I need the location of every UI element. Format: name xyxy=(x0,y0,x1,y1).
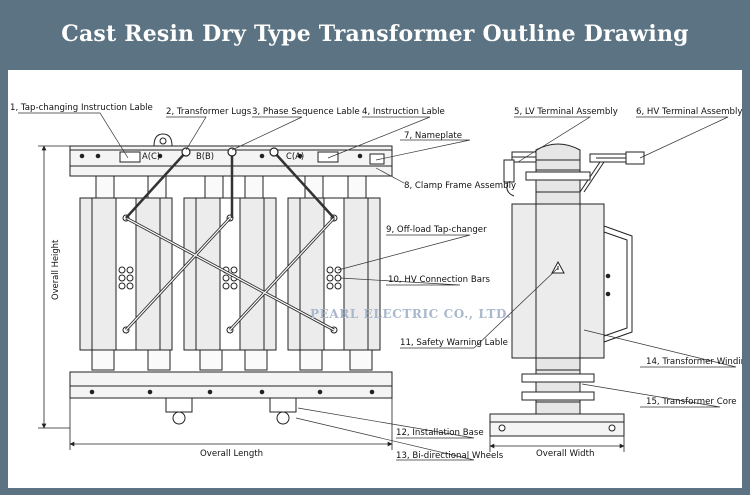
overall-length-dimension xyxy=(69,398,393,450)
winding-c xyxy=(287,197,381,351)
side-bracket xyxy=(603,225,633,343)
overall-width-label: Overall Width xyxy=(536,449,594,459)
callout-11: 11, Safety Warning Lable xyxy=(400,338,508,348)
front-view xyxy=(69,133,393,425)
winding-a xyxy=(79,197,173,351)
phase-label-b: B(B) xyxy=(196,151,214,161)
callout-8: 8, Clamp Frame Assembly xyxy=(404,181,516,191)
callout-15: 15, Transformer Core xyxy=(646,397,737,407)
phase-label-c: C(A) xyxy=(286,151,304,161)
outline-drawing: A(C) B(B) C(A) Overall Height Overall Le… xyxy=(10,103,742,461)
bi-directional-wheels xyxy=(165,397,297,425)
callout-6: 6, HV Terminal Assembly xyxy=(636,107,742,117)
overall-height-dimension xyxy=(38,145,70,429)
hv-terminal-assembly xyxy=(579,151,645,193)
overall-height-label: Overall Height xyxy=(50,239,60,300)
lifting-lug xyxy=(153,133,173,147)
callout-3: 3, Phase Sequence Lable xyxy=(252,107,360,117)
side-view xyxy=(489,143,645,437)
callout-9: 9, Off-load Tap-changer xyxy=(386,225,487,235)
callout-10: 10, HV Connection Bars xyxy=(388,275,491,285)
side-core-top xyxy=(525,143,591,205)
callout-leaders xyxy=(18,112,737,461)
page-title: Cast Resin Dry Type Transformer Outline … xyxy=(61,21,689,47)
callout-14: 14, Transformer Windings xyxy=(646,357,742,367)
callout-2: 2, Transformer Lugs xyxy=(166,107,252,117)
callout-13: 13, Bi-directional Wheels xyxy=(396,451,504,461)
callout-1: 1, Tap-changing Instruction Lable xyxy=(10,103,153,113)
overall-length-label: Overall Length xyxy=(200,449,263,459)
watermark: PEARL ELECTRIC CO., LTD. xyxy=(310,307,511,321)
callout-7: 7, Nameplate xyxy=(404,131,462,141)
callout-12: 12, Installation Base xyxy=(396,428,484,438)
lug-heads xyxy=(181,147,279,157)
lower-spacers xyxy=(91,349,373,371)
transformer-windings-side xyxy=(511,203,605,359)
callout-5: 5, LV Terminal Assembly xyxy=(514,107,618,117)
overall-width-dimension xyxy=(489,436,625,452)
phase-label-a: A(C) xyxy=(142,151,160,161)
side-installation-base xyxy=(489,413,625,437)
callout-4: 4, Instruction Lable xyxy=(362,107,445,117)
transformer-lugs xyxy=(125,151,335,219)
drawing-panel: A(C) B(B) C(A) Overall Height Overall Le… xyxy=(8,70,742,488)
side-core-bottom xyxy=(521,357,595,420)
bottom-clamp-frame xyxy=(69,371,393,399)
